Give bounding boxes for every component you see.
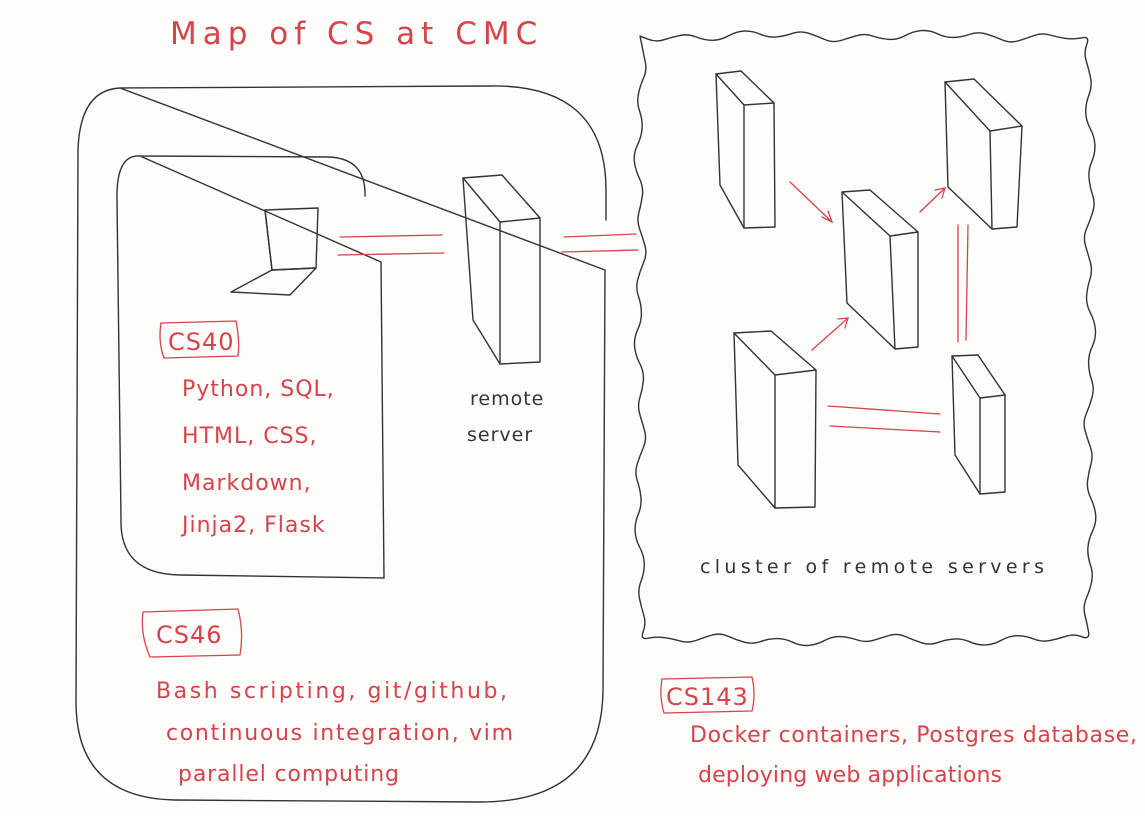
laptop-icon bbox=[230, 207, 319, 296]
cs40-topic-line-3: Markdown, bbox=[182, 471, 312, 496]
cs143-badge: CS143 bbox=[660, 676, 755, 714]
cluster-boundary bbox=[633, 29, 1097, 647]
cs46-topic-line-2: continuous integration, vim bbox=[166, 721, 514, 746]
laptop-server-arrows bbox=[337, 234, 445, 256]
cs143-topic-line-1: Docker containers, Postgres database, bbox=[690, 723, 1138, 748]
cluster-server-2-icon bbox=[841, 189, 919, 350]
diagram-title: Map of CS at CMC bbox=[170, 16, 543, 52]
svg-text:CS40: CS40 bbox=[168, 328, 235, 356]
cs40-topic-line-4: Jinja2, Flask bbox=[180, 513, 326, 538]
cluster-server-5-icon bbox=[951, 354, 1006, 495]
cs40-topic-line-1: Python, SQL, bbox=[182, 377, 335, 402]
cs46-topic-line-3: parallel computing bbox=[178, 762, 400, 787]
cluster-server-4-icon bbox=[733, 330, 817, 509]
server-cluster-arrows bbox=[561, 233, 639, 253]
cluster-server-3-icon bbox=[944, 78, 1023, 230]
remote-server-label-2: server bbox=[467, 424, 533, 446]
svg-text:CS46: CS46 bbox=[156, 621, 223, 649]
cs46-topic-line-1: Bash scripting, git/github, bbox=[156, 679, 508, 704]
cs40-topic-line-2: HTML, CSS, bbox=[182, 424, 318, 449]
cluster-server-1-icon bbox=[715, 70, 776, 229]
svg-text:CS143: CS143 bbox=[666, 683, 749, 711]
cluster-label: cluster of remote servers bbox=[700, 556, 1045, 578]
cluster-arrows bbox=[789, 181, 969, 433]
cs40-region bbox=[116, 155, 385, 579]
cs46-badge: CS46 bbox=[141, 608, 243, 658]
remote-server-label-1: remote bbox=[470, 388, 544, 410]
remote-server-icon bbox=[462, 174, 541, 365]
cs46-region bbox=[75, 85, 607, 803]
cs143-topic-line-2: deploying web applications bbox=[698, 763, 1003, 788]
cs40-badge: CS40 bbox=[159, 320, 240, 359]
